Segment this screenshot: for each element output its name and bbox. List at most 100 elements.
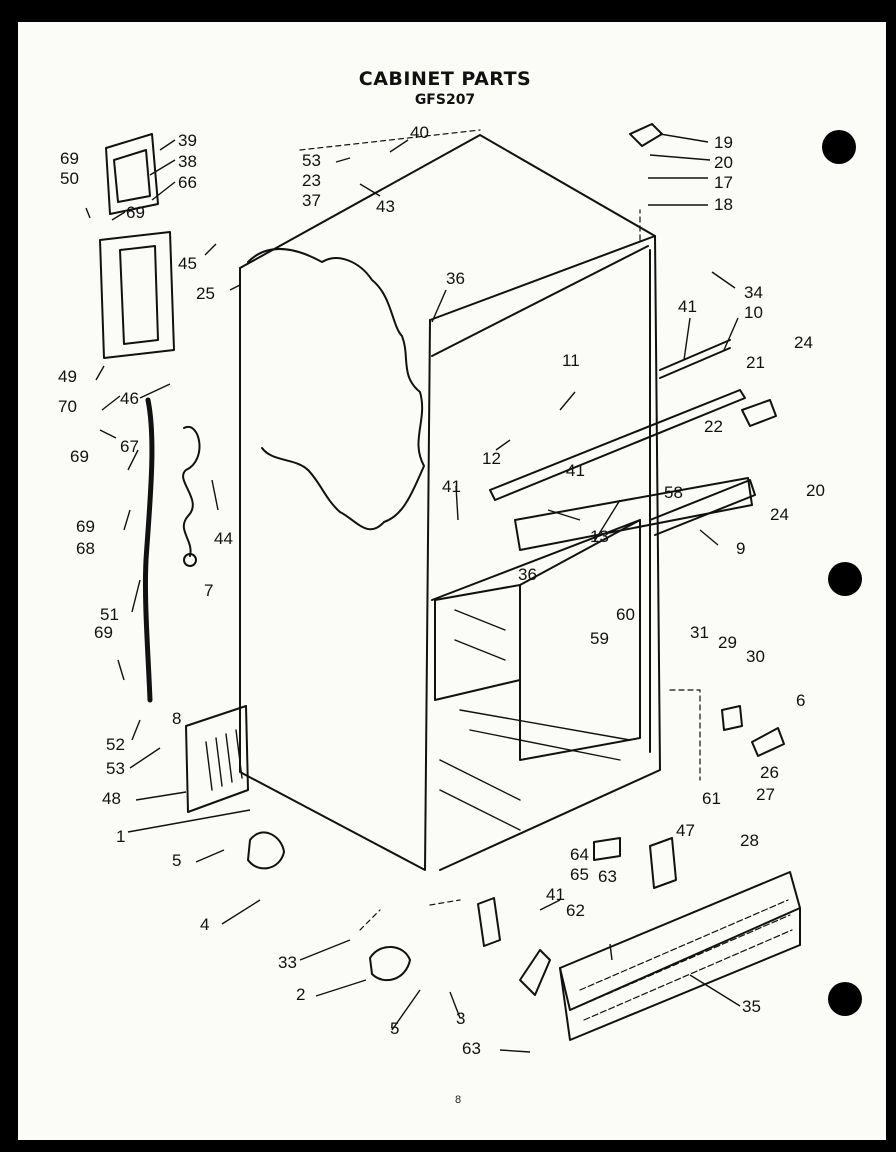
callout-label: 40 bbox=[410, 123, 429, 142]
callout-label: 10 bbox=[744, 303, 763, 322]
callout-label: 41 bbox=[442, 477, 461, 496]
callout-label: 36 bbox=[518, 565, 537, 584]
base-grille-35 bbox=[559, 871, 801, 1011]
cabinet-inner-frame bbox=[431, 245, 651, 753]
callout-label: 61 bbox=[702, 789, 721, 808]
callout-label: 28 bbox=[740, 831, 759, 850]
cabinet-left-side bbox=[239, 267, 431, 871]
callout-label: 69 bbox=[94, 623, 113, 642]
callout-label: 1 bbox=[116, 827, 126, 846]
page-number: 8 bbox=[454, 1094, 462, 1106]
bracket-47 bbox=[649, 837, 677, 889]
callout-label: 45 bbox=[178, 254, 197, 273]
model-number: GFS207 bbox=[414, 92, 476, 108]
diagram-title: CABINET PARTS bbox=[358, 68, 532, 90]
callout-label: 69 bbox=[126, 203, 145, 222]
shelf-rail-9 bbox=[649, 479, 756, 536]
hinge-top-19 bbox=[629, 123, 663, 147]
callout-label: 11 bbox=[562, 351, 580, 370]
callout-label: 20 bbox=[806, 481, 825, 500]
callout-label: 63 bbox=[598, 867, 617, 886]
callout-label: 65 bbox=[570, 865, 589, 884]
bracket-65 bbox=[477, 897, 501, 947]
callout-label: 69 bbox=[60, 149, 79, 168]
callout-label: 41 bbox=[546, 885, 565, 904]
callout-label: 13 bbox=[590, 527, 609, 546]
callout-label: 37 bbox=[302, 191, 321, 210]
callout-label: 47 bbox=[676, 821, 695, 840]
callout-label: 33 bbox=[278, 953, 297, 972]
callout-label: 22 bbox=[704, 417, 723, 436]
callout-label: 66 bbox=[178, 173, 197, 192]
callout-label: 41 bbox=[566, 461, 585, 480]
base-grille-front bbox=[559, 907, 801, 1041]
callout-label: 19 bbox=[714, 133, 733, 152]
callout-label: 24 bbox=[794, 333, 813, 352]
callout-label: 69 bbox=[76, 517, 95, 536]
callout-label: 51 bbox=[100, 605, 119, 624]
divider-rail bbox=[489, 389, 746, 501]
binder-hole-bottom bbox=[828, 982, 862, 1016]
block-64 bbox=[593, 837, 621, 861]
callout-label: 31 bbox=[690, 623, 709, 642]
cord-44 bbox=[182, 425, 201, 557]
callout-label: 39 bbox=[178, 131, 197, 150]
callout-label: 25 bbox=[196, 284, 215, 303]
callout-label: 38 bbox=[178, 152, 197, 171]
callout-label: 5 bbox=[172, 851, 182, 870]
callout-label: 29 bbox=[718, 633, 737, 652]
callout-label: 43 bbox=[376, 197, 395, 216]
callout-label: 20 bbox=[714, 153, 733, 172]
binder-hole-top bbox=[822, 130, 856, 164]
roller-4 bbox=[247, 831, 285, 870]
callout-label: 8 bbox=[172, 709, 182, 728]
callout-label: 69 bbox=[70, 447, 89, 466]
callout-label: 7 bbox=[204, 581, 214, 600]
hinge-right-21 bbox=[741, 399, 777, 427]
callout-label: 49 bbox=[58, 367, 77, 386]
divider-channel bbox=[514, 477, 753, 551]
callout-label: 35 bbox=[742, 997, 761, 1016]
callout-label: 68 bbox=[76, 539, 95, 558]
block-29 bbox=[721, 705, 743, 731]
callout-label: 30 bbox=[746, 647, 765, 666]
callout-label: 41 bbox=[678, 297, 697, 316]
callout-label: 9 bbox=[736, 539, 746, 558]
callout-label: 12 bbox=[482, 449, 501, 468]
callout-label: 17 bbox=[714, 173, 733, 192]
callout-label: 70 bbox=[58, 397, 77, 416]
cabinet-right-rear bbox=[439, 235, 661, 871]
callout-label: 27 bbox=[756, 785, 775, 804]
callout-label: 50 bbox=[60, 169, 79, 188]
callout-label: 26 bbox=[760, 763, 779, 782]
roller-2 bbox=[369, 946, 411, 982]
callout-label: 63 bbox=[462, 1039, 481, 1058]
callout-label: 34 bbox=[744, 283, 763, 302]
cutaway-edge bbox=[247, 248, 425, 531]
callout-label: 4 bbox=[200, 915, 210, 934]
callout-label: 60 bbox=[616, 605, 635, 624]
callout-label: 18 bbox=[714, 195, 733, 214]
callout-label: 59 bbox=[590, 629, 609, 648]
callout-label: 46 bbox=[120, 389, 139, 408]
callout-label: 53 bbox=[302, 151, 321, 170]
binder-hole-middle bbox=[828, 562, 862, 596]
tube-51 bbox=[142, 397, 155, 703]
hinge-26 bbox=[751, 727, 785, 757]
interior-liner bbox=[434, 519, 641, 761]
callout-label: 48 bbox=[102, 789, 121, 808]
callout-label: 58 bbox=[664, 483, 683, 502]
shelf-rail-10 bbox=[659, 339, 731, 379]
rear-panel-48 bbox=[185, 705, 249, 813]
callout-label: 5 bbox=[390, 1019, 400, 1038]
callout-label: 23 bbox=[302, 171, 321, 190]
callout-label: 53 bbox=[106, 759, 125, 778]
callout-label: 67 bbox=[120, 437, 139, 456]
callout-label: 62 bbox=[566, 901, 585, 920]
callout-label: 24 bbox=[770, 505, 789, 524]
callout-label: 36 bbox=[446, 269, 465, 288]
control-panel-39 bbox=[105, 133, 159, 215]
callout-label: 3 bbox=[456, 1009, 466, 1028]
